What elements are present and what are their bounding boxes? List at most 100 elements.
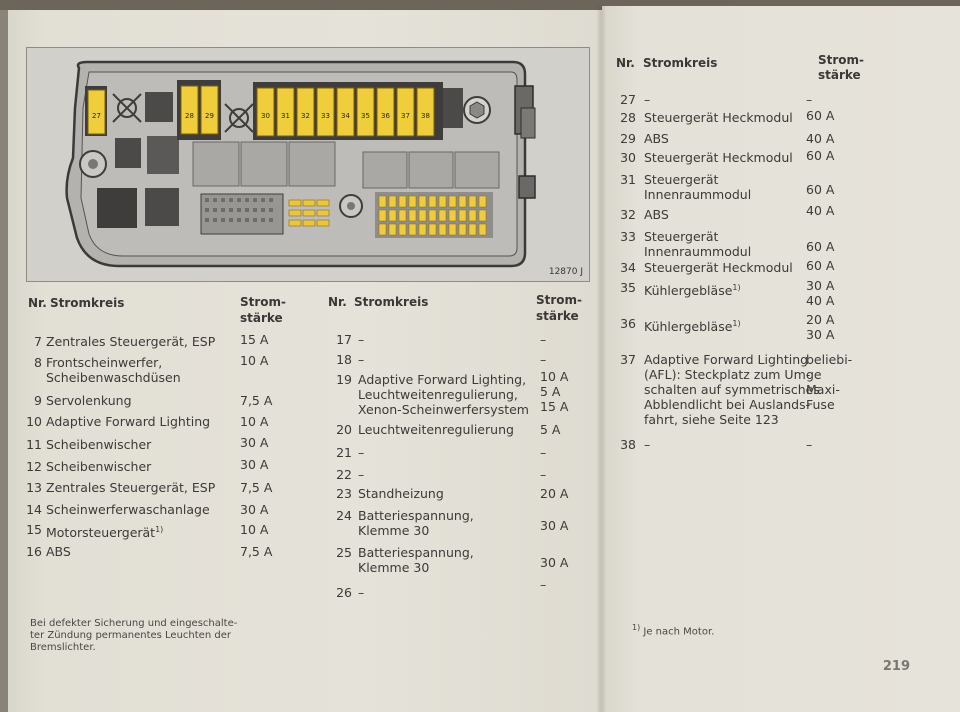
fuse-number: 14	[26, 502, 42, 517]
footnote-left: Bei defekter Sicherung und eingeschalte-…	[30, 618, 238, 653]
fuse-number: 23	[336, 486, 352, 501]
circuit-name: Scheibenwischer	[46, 437, 152, 452]
fuse-rating: –	[540, 352, 547, 367]
circuit-name: Kühlergebläse1)	[644, 319, 741, 335]
fuse-number: 28	[620, 110, 636, 125]
fuse-number: 38	[620, 437, 636, 452]
circuit-name: –	[358, 467, 365, 482]
fuse-rating: 60 A	[806, 182, 835, 197]
fuse-number: 31	[620, 172, 636, 187]
circuit-name: Scheinwerferwaschanlage	[46, 502, 210, 517]
circuit-name: Kühlergebläse1)	[644, 283, 741, 299]
fuse-number: 22	[336, 467, 352, 482]
fuse-number: 18	[336, 352, 352, 367]
col2-header-current-2: stärke	[536, 309, 579, 323]
circuit-name: ABS	[644, 207, 669, 222]
col2-header-circuit: Stromkreis	[354, 295, 429, 309]
fuse-number: 26	[336, 585, 352, 600]
fuse-rating: 7,5 A	[240, 480, 273, 495]
circuit-name: Steuergerät Innenraummodul	[644, 172, 752, 202]
fuse-rating: –	[540, 577, 547, 592]
fuse-rating: 10 A	[240, 414, 269, 429]
circuit-name: Adaptive Forward Lighting (AFL): Steckpl…	[644, 352, 820, 427]
fuse-number: 7	[34, 334, 42, 349]
fuse-rating: –	[806, 92, 813, 107]
fuse-number: 13	[26, 480, 42, 495]
circuit-name: Scheibenwischer	[46, 459, 152, 474]
fuse-rating: 40 A	[806, 131, 835, 146]
fuse-rating: 20 A 30 A	[806, 312, 835, 342]
fuse-label-30: 30	[261, 112, 270, 120]
fuse-rating: 20 A	[540, 486, 569, 501]
fuse-label-36: 36	[381, 112, 390, 120]
circuit-name: –	[358, 585, 365, 600]
fuse-rating: –	[540, 332, 547, 347]
fuse-label-38: 38	[421, 112, 430, 120]
fuse-rating: beliebi- ge Maxi- Fuse	[806, 352, 853, 412]
fuse-label-35: 35	[361, 112, 370, 120]
fuse-number: 25	[336, 545, 352, 560]
circuit-name: Adaptive Forward Lighting, Leuchtweitenr…	[358, 372, 529, 417]
circuit-name: Zentrales Steuergerät, ESP	[46, 334, 216, 349]
fuse-rating: 30 A	[240, 435, 269, 450]
circuit-name: Steuergerät Heckmodul	[644, 260, 793, 275]
fuse-rating: 7,5 A	[240, 544, 273, 559]
fuse-rating: 60 A	[806, 239, 835, 254]
fuse-label-34: 34	[341, 112, 350, 120]
fuse-rating: 15 A	[240, 332, 269, 347]
fuse-number: 17	[336, 332, 352, 347]
col1-header-current-1: Strom-	[240, 295, 287, 309]
circuit-name: Batteriespannung, Klemme 30	[358, 508, 474, 538]
fuse-number: 16	[26, 544, 42, 559]
footnote-right: 1) Je nach Motor.	[632, 622, 714, 638]
col3-header-current-1: Strom-	[818, 53, 865, 67]
book-gutter	[596, 6, 606, 712]
fuse-rating: –	[540, 445, 547, 460]
fuse-number: 32	[620, 207, 636, 222]
col1-header-circuit: Stromkreis	[50, 296, 125, 310]
fuse-rating: 60 A	[806, 108, 835, 123]
fuse-number: 36	[620, 316, 636, 331]
fuse-label-32: 32	[301, 112, 310, 120]
footnote-ref: 1)	[155, 525, 164, 534]
fuse-number: 37	[620, 352, 636, 367]
circuit-name: –	[358, 352, 365, 367]
fuse-number: 29	[620, 131, 636, 146]
fuse-rating: 30 A	[240, 502, 269, 517]
fuse-label-27: 27	[92, 112, 101, 120]
circuit-name: Batteriespannung, Klemme 30	[358, 545, 474, 575]
circuit-name: Adaptive Forward Lighting	[46, 414, 211, 429]
circuit-name: Steuergerät Innenraummodul	[644, 229, 752, 259]
circuit-name: Steuergerät Heckmodul	[644, 150, 793, 165]
col2-header-nr: Nr.	[328, 295, 347, 309]
circuit-name: –	[358, 332, 365, 347]
fuse-rating: 10 A	[240, 522, 269, 537]
fuse-number: 19	[336, 372, 352, 387]
col1-header-current-2: stärke	[240, 311, 283, 325]
fuse-rating: 5 A	[540, 422, 561, 437]
circuit-name: Standheizung	[358, 486, 444, 501]
fuse-rating: 30 A 40 A	[806, 278, 835, 308]
fuse-rating: 7,5 A	[240, 393, 273, 408]
circuit-name: ABS	[644, 131, 669, 146]
fuse-label-28: 28	[185, 112, 194, 120]
fuse-number: 33	[620, 229, 636, 244]
circuit-name: Steuergerät Heckmodul	[644, 110, 793, 125]
footnote-mark: 1)	[632, 623, 641, 632]
fuse-label-33: 33	[321, 112, 330, 120]
circuit-name: Zentrales Steuergerät, ESP	[46, 480, 216, 495]
fuse-rating: 30 A	[240, 457, 269, 472]
fuse-number: 30	[620, 150, 636, 165]
fuse-number: 24	[336, 508, 352, 523]
circuit-name: Motorsteuergerät1)	[46, 525, 164, 541]
page-edge	[0, 10, 10, 712]
fuse-number: 11	[26, 437, 42, 452]
fuse-number: 15	[26, 522, 42, 537]
circuit-name: Servolenkung	[46, 393, 132, 408]
circuit-name: ABS	[46, 544, 71, 559]
fuse-number: 9	[34, 393, 42, 408]
fuse-number: 10	[26, 414, 42, 429]
col3-header-current-2: stärke	[818, 68, 861, 82]
